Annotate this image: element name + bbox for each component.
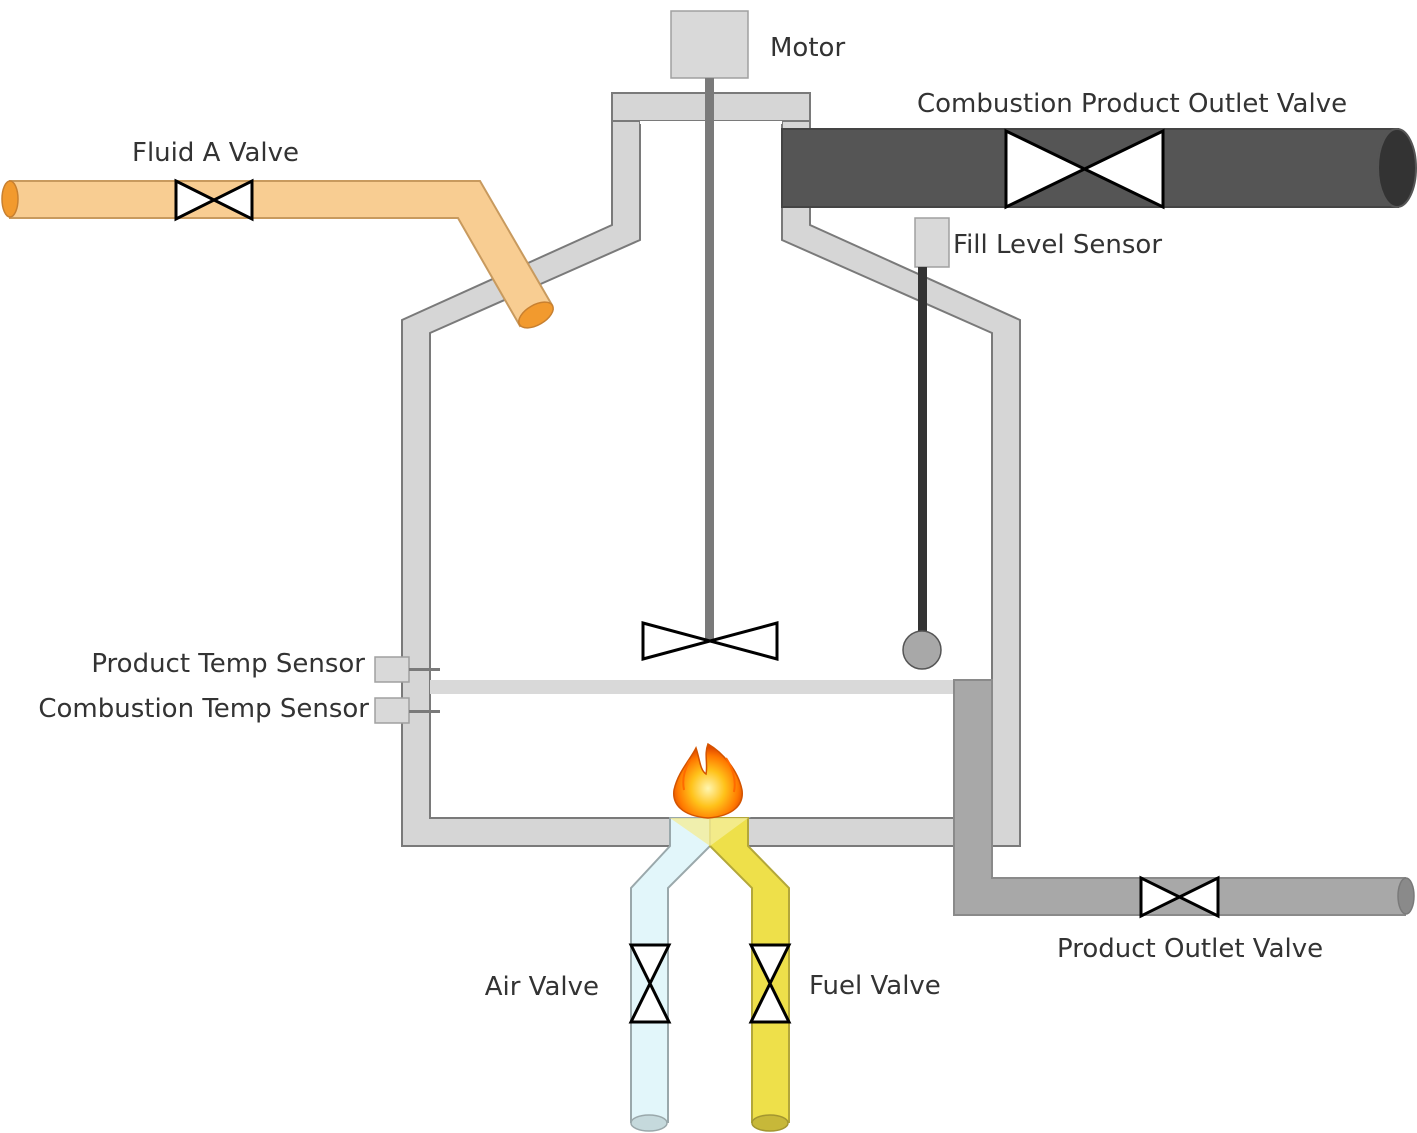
- fluid-a-valve-label: Fluid A Valve: [132, 138, 299, 168]
- fill-level-probe: [918, 267, 927, 632]
- fuel-valve-label: Fuel Valve: [809, 971, 941, 1001]
- fluid-a-valve-icon[interactable]: [174, 178, 254, 222]
- combustion-temp-sensor-label: Combustion Temp Sensor: [38, 694, 369, 724]
- stirrer-blade-icon: [641, 621, 779, 661]
- fluid-a-pipe-outlet-end: [518, 301, 554, 329]
- motor-label: Motor: [770, 33, 845, 63]
- flame-icon: [673, 742, 743, 819]
- product-outlet-valve-icon[interactable]: [1139, 875, 1220, 919]
- fill-level-float: [902, 630, 942, 670]
- combustion-outlet-valve-label: Combustion Product Outlet Valve: [917, 89, 1347, 119]
- product-temp-sensor-label: Product Temp Sensor: [91, 649, 365, 679]
- fuel-pipe: [709, 817, 790, 1123]
- air-pipe-end: [630, 1114, 668, 1132]
- motor-box: [670, 10, 749, 79]
- product-outlet-valve-label: Product Outlet Valve: [1057, 934, 1323, 964]
- fluid-a-pipe-inlet-end: [1, 180, 19, 218]
- product-temp-sensor-probe: [409, 668, 440, 671]
- air-valve-label: Air Valve: [485, 972, 599, 1002]
- product-outlet-pipe-end: [1397, 877, 1415, 915]
- chamber-partition: [430, 680, 953, 694]
- product-outlet-pipe: [953, 679, 1406, 916]
- combustion-temp-sensor-box: [374, 697, 410, 724]
- combustion-outlet-pipe-end: [1377, 128, 1417, 208]
- air-valve-icon[interactable]: [628, 943, 672, 1024]
- fuel-pipe-end: [751, 1114, 789, 1132]
- combustion-outlet-valve-icon[interactable]: [1004, 128, 1165, 210]
- fill-level-sensor-box: [914, 217, 950, 268]
- combustion-temp-sensor-probe: [409, 710, 440, 713]
- fill-level-sensor-label: Fill Level Sensor: [953, 230, 1162, 260]
- stirrer-shaft: [705, 78, 714, 640]
- fuel-valve-icon[interactable]: [748, 943, 792, 1024]
- product-temp-sensor-box: [374, 656, 410, 683]
